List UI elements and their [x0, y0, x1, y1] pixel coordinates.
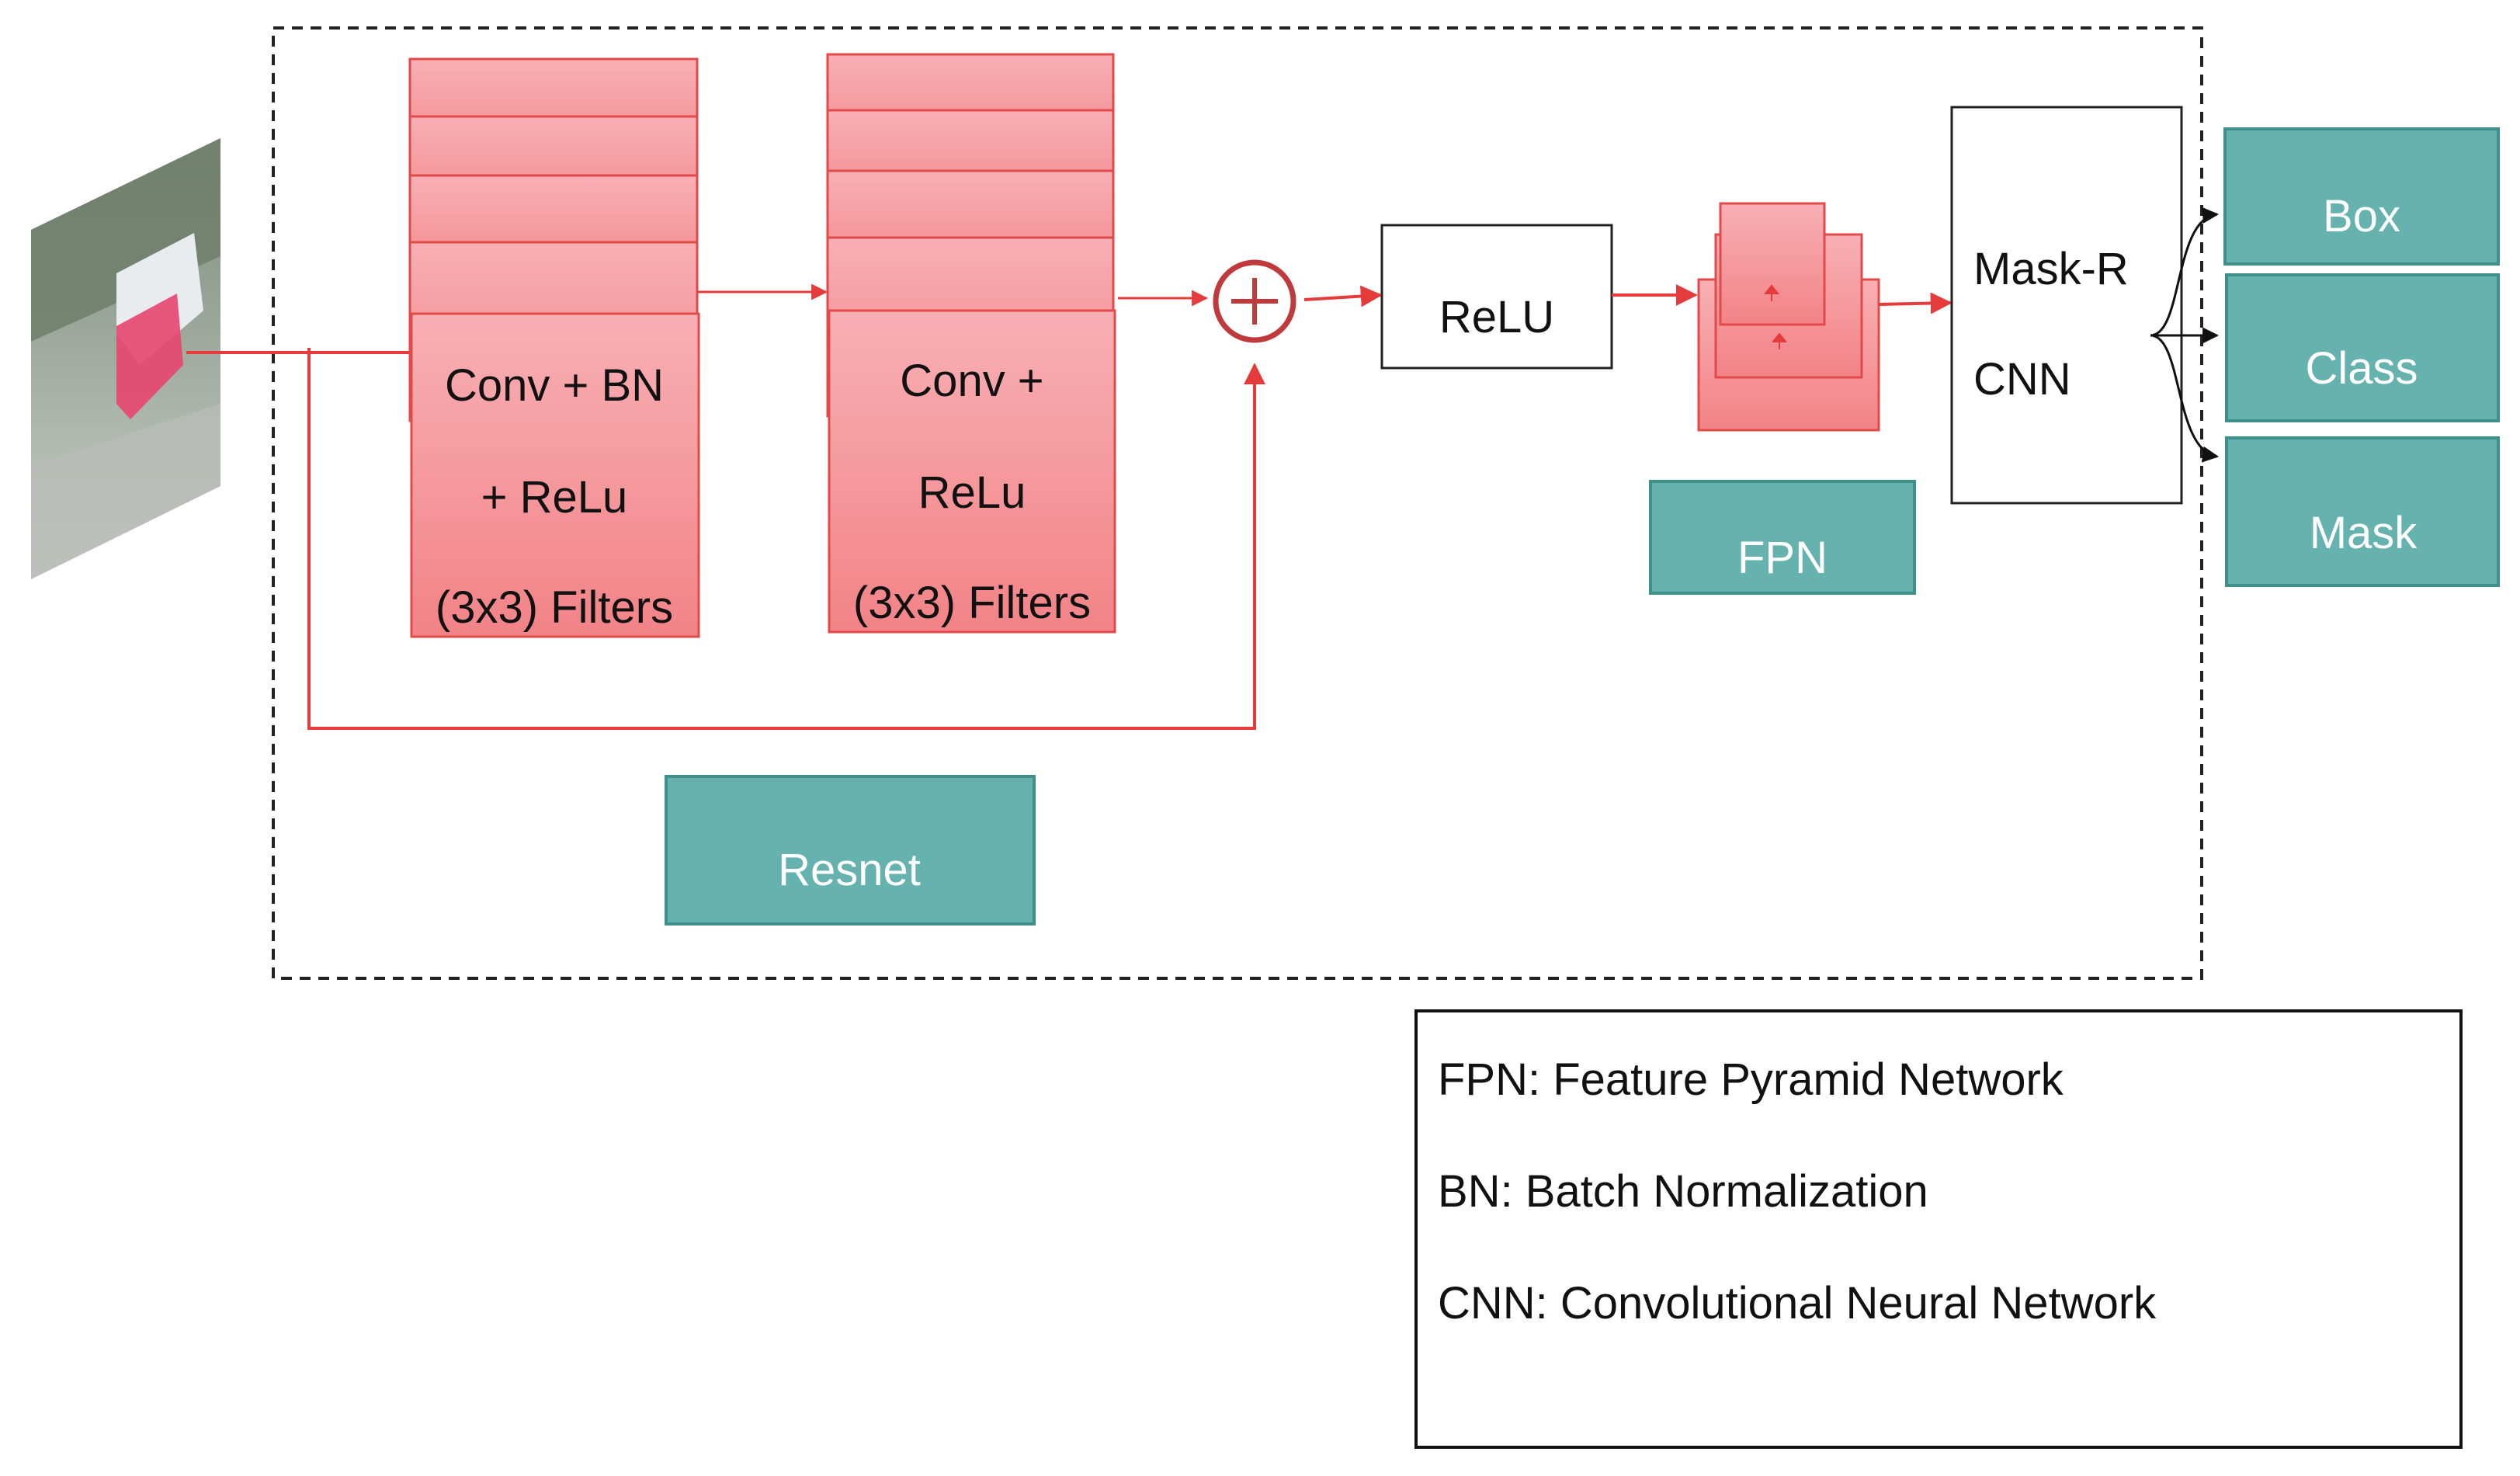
- input-image: [31, 138, 220, 579]
- conv-block-2-line1: Conv +: [900, 356, 1043, 406]
- output-class: Class: [2225, 273, 2500, 422]
- mask-rcnn-line2: CNN: [1973, 354, 2071, 405]
- output-branches: [2150, 207, 2220, 463]
- mask-rcnn-box: Mask-R CNN: [1950, 106, 2183, 505]
- arrow-add-to-relu: [1303, 285, 1383, 307]
- fpn-up-arrow-icon: [1771, 332, 1788, 349]
- skip-connection: [186, 348, 1265, 730]
- resnet-label: Resnet: [778, 845, 921, 895]
- resnet-label-box: Resnet: [665, 775, 1036, 926]
- fpn-up-arrow-icon: [1763, 284, 1780, 301]
- conv-block-1-line3: (3x3) Filters: [436, 582, 673, 633]
- conv-block-1-line1: Conv + BN: [445, 360, 664, 411]
- legend-item-fpn: FPN: Feature Pyramid Network: [1438, 1054, 2064, 1105]
- mask-rcnn-line1: Mask-R: [1973, 244, 2129, 294]
- fpn-stack: [1697, 202, 1880, 432]
- conv-block-2: Conv + ReLu (3x3) Filters: [826, 53, 1116, 634]
- conv-block-2-line2: ReLu: [918, 467, 1026, 518]
- conv-block-2-line3: (3x3) Filters: [853, 578, 1091, 628]
- conv-block-1-line2: + ReLu: [481, 472, 628, 523]
- output-box-label: Box: [2323, 191, 2400, 241]
- add-icon: [1213, 259, 1296, 343]
- relu-box: ReLU: [1380, 224, 1613, 370]
- output-mask-label: Mask: [2310, 508, 2418, 558]
- output-class-label: Class: [2305, 343, 2418, 394]
- model-boundary: [272, 26, 2203, 980]
- output-mask: Mask: [2225, 436, 2500, 587]
- fpn-label-box: FPN: [1649, 480, 1916, 595]
- legend-item-bn: BN: Batch Normalization: [1438, 1166, 1928, 1217]
- output-box: Box: [2223, 127, 2500, 266]
- conv-block-1: Conv + BN + ReLu (3x3) Filters: [408, 57, 700, 638]
- arrow-fpn-to-maskrcnn: [1878, 292, 1952, 314]
- relu-label: ReLU: [1439, 292, 1554, 342]
- fpn-label: FPN: [1737, 533, 1828, 583]
- legend-item-cnn: CNN: Convolutional Neural Network: [1438, 1278, 2157, 1328]
- legend: FPN: Feature Pyramid Network BN: Batch N…: [1414, 1009, 2463, 1449]
